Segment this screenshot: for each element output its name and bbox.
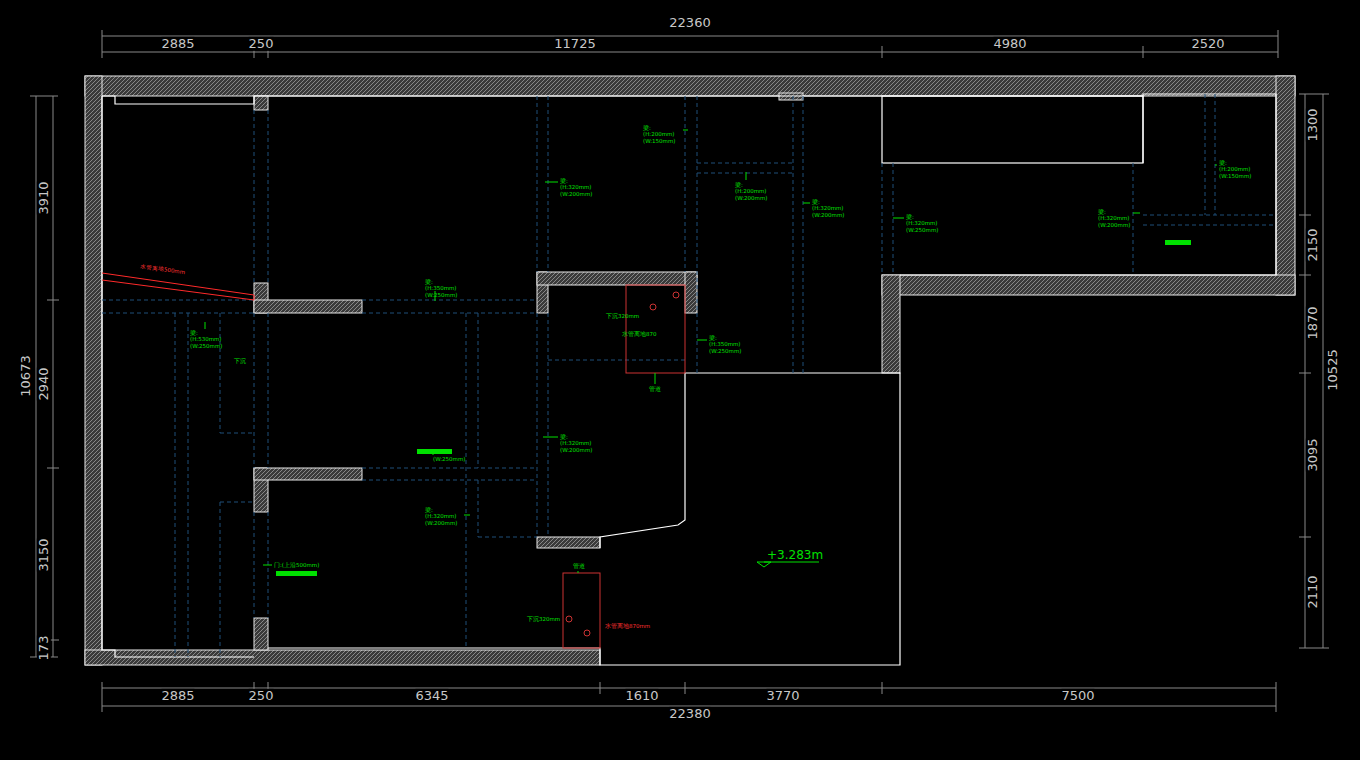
dimension-text: 22360 <box>669 16 710 30</box>
annotation-text: 梁:(H:320mm) (W:200mm) <box>812 199 844 218</box>
leader-line <box>205 130 1217 573</box>
annotation-text: 梁:(H:350mm) (W:250mm) <box>709 335 741 354</box>
dimension-text: 2885 <box>161 689 194 703</box>
dimension-text: 3150 <box>37 538 51 571</box>
annotation-text: 梁:(H:320mm) (W:200mm) <box>560 434 592 453</box>
dimension-text: 4980 <box>993 37 1026 51</box>
dimension-text: 250 <box>249 689 274 703</box>
annotation-text: 下沉 <box>234 358 246 364</box>
annotation-text: 梁:(H:320mm) (W:200mm) <box>560 178 592 197</box>
annotation-text: 梁:(H:530mm) (W:250mm) <box>190 330 222 349</box>
annotation-text: 梁:(H:320mm) (W:250mm) <box>906 214 938 233</box>
dimension-text: 3770 <box>766 689 799 703</box>
dimension-text: 2520 <box>1191 37 1224 51</box>
annotation-text: 水管离地500mm <box>140 263 186 275</box>
dimension-line <box>30 30 1329 712</box>
dimension-text: 2940 <box>37 367 51 400</box>
annotation-text: 管道 <box>649 386 661 392</box>
annotation-text: 水管离地870mm <box>605 623 650 629</box>
dimension-text: 1300 <box>1306 108 1320 141</box>
dimension-text: 6345 <box>415 689 448 703</box>
pipe-marks <box>102 273 685 648</box>
annotation-text: 梁:(H:350mm) (W:250mm) <box>425 279 457 298</box>
dimension-text: 10525 <box>1326 349 1340 390</box>
wall-hatch <box>85 76 1295 665</box>
room-outline <box>102 94 1276 665</box>
dimension-text: 250 <box>249 37 274 51</box>
dimension-text: 3910 <box>37 181 51 214</box>
beam-dashed-line <box>102 94 1276 657</box>
dimension-text: 173 <box>37 636 51 661</box>
annotation-text: 梁:(H:200mm) (W:200mm) <box>735 182 767 201</box>
annotation-text: 下沉320mm <box>606 313 639 319</box>
dimension-text: 11725 <box>554 37 595 51</box>
annotation-text: 门:(上沿500mm) <box>274 562 319 568</box>
dimension-text: 7500 <box>1061 689 1094 703</box>
dimension-text: 10673 <box>19 355 33 396</box>
annotation-text: 水管离地870 <box>622 331 657 337</box>
annotation-text: 管道 <box>573 563 585 569</box>
annotation-text: 梁:(H:200mm) (W:150mm) <box>643 125 675 144</box>
marker-bar <box>276 240 1191 576</box>
annotation-text: 梁:(H:320mm) (W:200mm) <box>425 507 457 526</box>
dimension-text: 22380 <box>669 707 710 721</box>
annotation-text: 梁:(H:200mm) (W:150mm) <box>1219 160 1251 179</box>
dimension-text: 2150 <box>1306 228 1320 261</box>
dimension-text: 2885 <box>161 37 194 51</box>
annotation-text: (W:250mm) <box>433 456 465 462</box>
dimension-text: 3095 <box>1306 438 1320 471</box>
annotation-text: 下沉320mm <box>527 616 560 622</box>
dimension-text: 1610 <box>625 689 658 703</box>
elevation-text: +3.283m <box>767 549 823 562</box>
dimension-text: 1870 <box>1306 306 1320 339</box>
dimension-text: 2110 <box>1306 575 1320 608</box>
annotation-text: 梁:(H:320mm) (W:200mm) <box>1098 209 1130 228</box>
